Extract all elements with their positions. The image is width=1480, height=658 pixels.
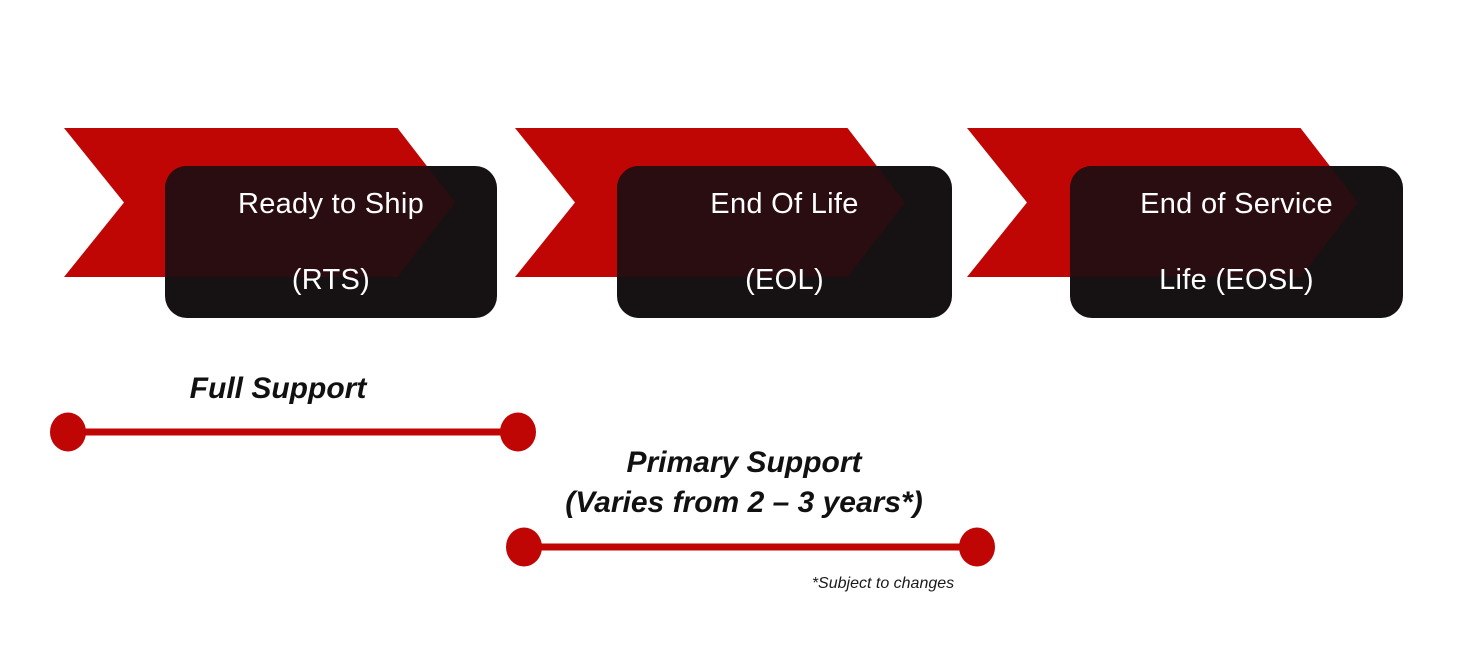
stage-label-eol: End Of Life (EOL)	[617, 166, 952, 318]
stage-rts-line2: (RTS)	[291, 264, 371, 296]
footnote-subject-to-changes: *Subject to changes	[811, 575, 955, 592]
primary-support-title: Primary Support	[626, 446, 862, 479]
stage-eosl-line2: Life (EOSL)	[1159, 264, 1314, 296]
banner-arrow-overlay-2	[617, 166, 905, 277]
banner-arrow-overlay-3	[1070, 166, 1358, 277]
full-support-end-dot	[500, 412, 536, 452]
primary-support-label: Primary Support (Varies from 2 – 3 years…	[494, 443, 994, 523]
stage-rts-line1: Ready to Ship	[237, 188, 425, 220]
stage-eosl-line1: End of Service	[1140, 188, 1333, 220]
full-support-label: Full Support	[189, 372, 367, 405]
stage-label-rts: Ready to Ship (RTS)	[165, 166, 497, 318]
full-support-start-dot	[50, 412, 86, 452]
primary-support-end-dot	[959, 527, 995, 567]
stage-label-eosl: End of Service Life (EOSL)	[1070, 166, 1403, 318]
primary-support-start-dot	[506, 527, 542, 567]
primary-support-duration: (Varies from 2 – 3 years*)	[565, 486, 923, 519]
stage-eol-line2: (EOL)	[745, 264, 824, 296]
stage-eol-line1: End Of Life	[710, 188, 859, 220]
banner-arrow-overlay-1	[165, 166, 455, 277]
